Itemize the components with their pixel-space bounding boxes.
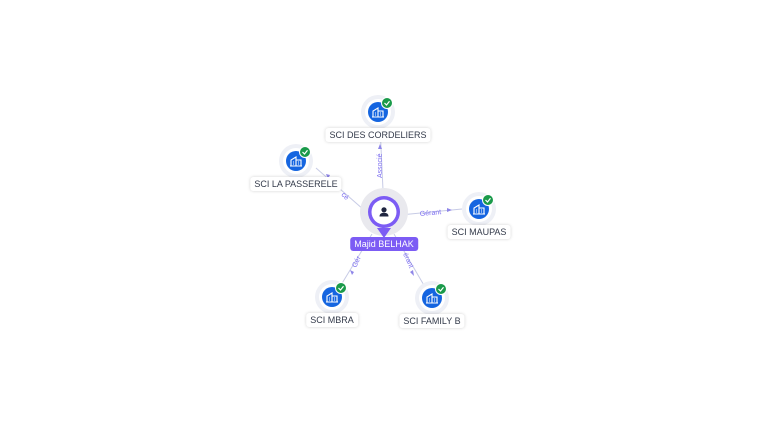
company-node-mbra[interactable] (315, 280, 349, 314)
person-icon (379, 207, 389, 217)
edge-arrows (326, 144, 452, 276)
verified-check-icon (381, 97, 393, 109)
building-icon (290, 156, 302, 167)
company-label-family[interactable]: SCI FAMILY B (399, 314, 465, 328)
company-node-maupas[interactable] (462, 192, 496, 226)
edge-label-maupas: Gérant (420, 209, 442, 218)
arrow-family (410, 270, 414, 276)
verified-check-icon (435, 283, 447, 295)
person-node[interactable] (360, 188, 408, 238)
arrow-maupas (447, 208, 452, 212)
building-icon (326, 292, 338, 303)
company-node-passerele[interactable] (279, 144, 313, 178)
building-icon (426, 293, 438, 304)
edge-label-mbra: Gér (351, 255, 363, 269)
person-node-pin (377, 228, 391, 238)
edge-label-family: érant (401, 252, 414, 269)
verified-check-icon (482, 194, 494, 206)
company-label-passerele[interactable]: SCI LA PASSERELE (250, 177, 342, 191)
verified-check-icon (335, 282, 347, 294)
arrow-cordeliers (378, 144, 382, 149)
arrow-mbra (350, 270, 354, 275)
edge-label-cordeliers: Associé (377, 153, 384, 178)
edge-label-passerele: cé (340, 191, 350, 201)
building-icon (473, 204, 485, 215)
company-node-family[interactable] (415, 281, 449, 315)
company-label-cordeliers[interactable]: SCI DES CORDELIERS (325, 128, 431, 142)
company-node-cordeliers[interactable] (361, 95, 395, 129)
building-icon (372, 107, 384, 118)
arrow-passerele (326, 174, 330, 179)
company-label-mbra[interactable]: SCI MBRA (306, 313, 358, 327)
verified-check-icon (299, 146, 311, 158)
person-name-label[interactable]: Majid BELHAK (350, 237, 418, 251)
company-label-maupas[interactable]: SCI MAUPAS (447, 225, 511, 239)
